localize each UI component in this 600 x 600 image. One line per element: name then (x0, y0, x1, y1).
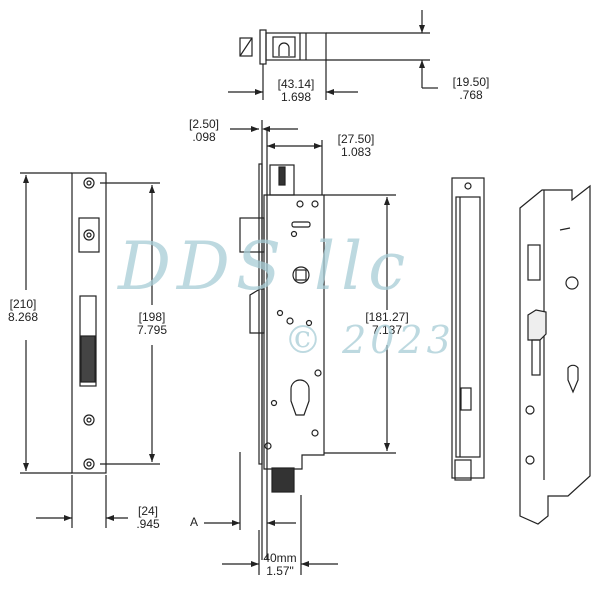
faceplate-back-view (451, 177, 485, 481)
dim-mm: [27.50] (337, 132, 375, 146)
dim-body-length: [181.27] 7.137 (356, 311, 418, 337)
dim-backset: 40mm 1.57" (256, 552, 304, 578)
dim-mm: 40mm (263, 551, 297, 565)
dim-in: 7.795 (136, 323, 168, 337)
dim-in: .768 (459, 88, 483, 102)
dim-reference-a: A (186, 516, 202, 529)
dim-body-depth: [27.50] 1.083 (326, 133, 386, 159)
dim-in: .945 (136, 517, 160, 531)
dim-in: .098 (192, 130, 216, 144)
watermark-copyright: © 2023 (284, 318, 455, 362)
dim-faceplate-width: [24] .945 (130, 505, 166, 531)
dim-top-height: [19.50] .768 (442, 76, 500, 102)
isometric-view (519, 184, 591, 525)
dim-screw-spacing: [198] 7.795 (126, 311, 178, 337)
dim-mm: [19.50] (452, 75, 490, 89)
dim-mm: [198] (138, 310, 166, 324)
faceplate-view (20, 172, 160, 528)
dim-mm: [24] (137, 504, 158, 518)
reference-label: A (189, 515, 198, 529)
dim-in: 8.268 (7, 310, 39, 324)
dim-mm: [2.50] (188, 117, 220, 131)
dim-mm: [210] (9, 297, 37, 311)
dim-in: 1.698 (280, 90, 312, 104)
dim-mm: [43.14] (277, 77, 315, 91)
dim-in: 1.083 (340, 145, 372, 159)
top-view (228, 10, 438, 100)
dim-top-width: [43.14] 1.698 (266, 78, 326, 104)
dim-in: 1.57" (266, 564, 294, 578)
dim-mm: [181.27] (365, 310, 409, 324)
dim-faceplate-length: [210] 8.268 (0, 298, 46, 324)
dim-faceplate-thickness: [2.50] .098 (178, 118, 230, 144)
lock-body-view (204, 120, 396, 575)
dim-in: 7.137 (371, 323, 403, 337)
watermark-brand: DDS llc (118, 228, 412, 305)
